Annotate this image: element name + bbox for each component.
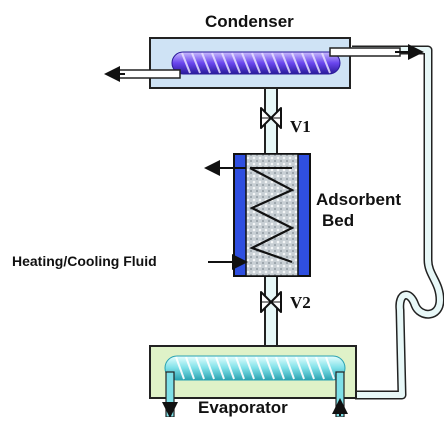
adsorbent-label: Adsorbent — [316, 190, 401, 209]
fluid-label: Heating/Cooling Fluid — [12, 253, 157, 269]
return-pipe — [352, 45, 444, 400]
coil-icon — [164, 355, 346, 381]
lower-pipe — [264, 273, 278, 349]
evaporator-label: Evaporator — [198, 398, 288, 417]
valve-icon — [260, 107, 282, 129]
condenser-label: Condenser — [205, 12, 294, 31]
valve-icon — [260, 291, 282, 313]
evaporator-unit — [149, 345, 357, 418]
valve2-label: V2 — [290, 293, 311, 312]
valve1-label: V1 — [290, 117, 311, 136]
bed-label: Bed — [322, 211, 355, 230]
adsorbent-bed — [204, 153, 311, 277]
condenser-unit — [104, 37, 424, 89]
coil-icon — [171, 51, 341, 75]
